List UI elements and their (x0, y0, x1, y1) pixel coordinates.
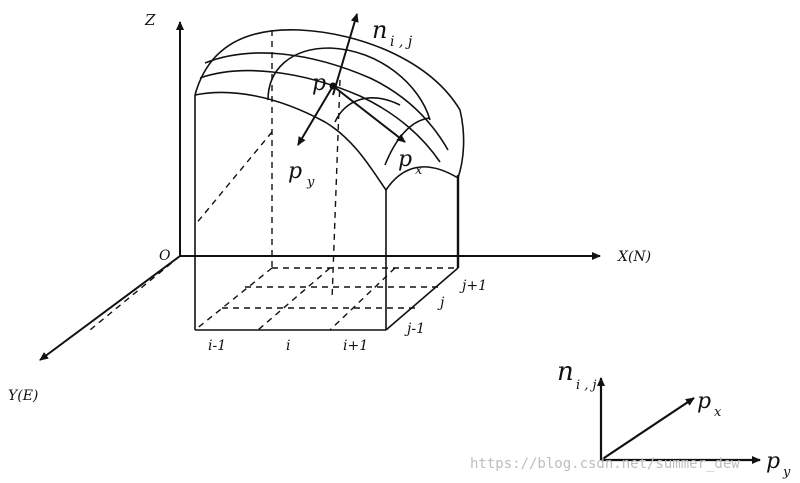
x-axis-label: X(N) (617, 249, 651, 265)
p-label: p (312, 71, 326, 96)
inset-px-label: p (697, 389, 711, 414)
inset-px-subscript: x (714, 405, 722, 420)
inset-normal-subscript: i , j (576, 378, 597, 393)
watermark-text: https://blog.csdn.net/summer_dew (470, 456, 740, 472)
grid-i-minus-label: i-1 (208, 338, 226, 354)
inset-py-subscript: y (782, 465, 791, 480)
normal-subscript: i , j (390, 34, 413, 50)
hidden-edges (89, 30, 456, 331)
inset-normal-label: n (557, 357, 574, 387)
z-axis-label: Z (144, 11, 156, 29)
inset-py-label: p (766, 449, 780, 474)
px-label: p (398, 147, 412, 172)
inset-frame (597, 377, 761, 464)
py-label: p (288, 159, 302, 184)
grid-i-plus-label: i+1 (343, 338, 368, 354)
grid-j-plus-label: j+1 (459, 278, 487, 294)
normal-label: n (372, 16, 387, 44)
origin-label: O (159, 248, 171, 264)
normal-vector (332, 13, 359, 96)
grid-j-label: j (437, 295, 445, 311)
grid-j-minus-label: j-1 (404, 321, 425, 337)
y-axis (39, 255, 181, 361)
grid-i-label: i (286, 338, 290, 354)
py-subscript: y (306, 175, 315, 190)
y-axis-label: Y(E) (8, 388, 38, 404)
px-vector (332, 85, 406, 143)
curved-surface (194, 29, 465, 191)
column-frame (194, 95, 460, 331)
px-subscript: x (415, 163, 423, 178)
py-vector (297, 85, 334, 146)
